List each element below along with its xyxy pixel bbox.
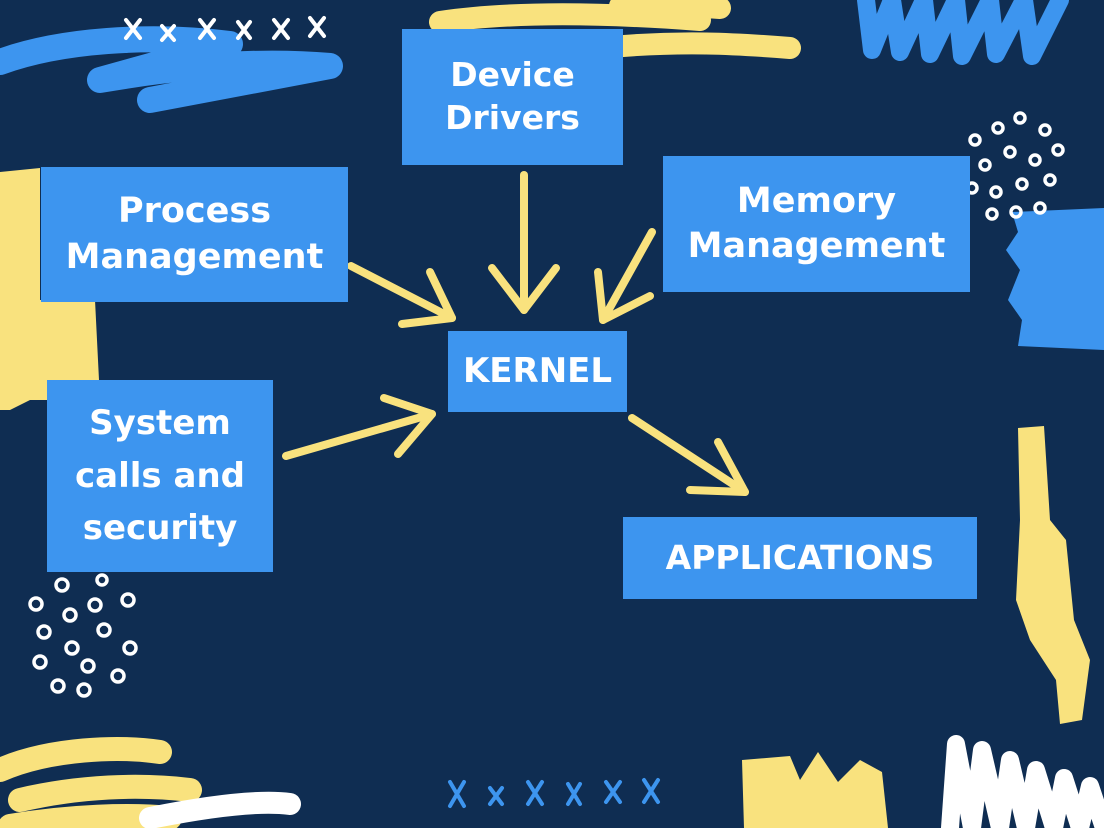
yellow-brush-stroke-right — [1016, 426, 1090, 724]
system-calls-label-line-2: calls and — [75, 455, 245, 496]
kernel-label: KERNEL — [462, 351, 613, 392]
applications-label: APPLICATIONS — [665, 537, 935, 577]
process-management-label-line-2: Management — [65, 236, 324, 277]
yellow-brush-stroke-top — [429, 0, 801, 59]
process-management-box: Process Management — [41, 167, 348, 302]
yellow-brush-block-bottom — [742, 752, 888, 828]
white-brush-stroke-bottom — [139, 791, 301, 828]
applications-box: APPLICATIONS — [623, 517, 977, 599]
arrow-process-management-to-kernel — [347, 262, 456, 328]
device-drivers-box: Device Drivers — [402, 29, 623, 165]
white-dots-top-right — [965, 111, 1065, 221]
arrow-system-calls-to-kernel — [282, 394, 436, 460]
white-dots-bottom-left — [28, 573, 138, 698]
arrow-memory-management-to-kernel — [594, 228, 656, 324]
memory-management-label-line-2: Management — [687, 226, 946, 266]
device-drivers-label-line-1: Device — [450, 55, 575, 95]
yellow-brush-stroke-left — [0, 168, 100, 410]
process-management-label-line-1: Process — [117, 191, 272, 231]
device-drivers-label-line-2: Drivers — [445, 98, 580, 137]
arrow-device-drivers-to-kernel — [488, 171, 560, 314]
system-calls-label-line-1: System — [89, 402, 231, 443]
memory-management-box: Memory Management — [663, 156, 970, 292]
blue-brush-block-right — [1006, 208, 1104, 350]
memory-management-label-line-1: Memory — [736, 180, 897, 221]
blue-brush-stroke-top-left — [0, 26, 343, 113]
white-cross-marks-top — [124, 16, 326, 42]
kernel-box: KERNEL — [448, 331, 627, 412]
system-calls-and-security-box: System calls and security — [47, 380, 273, 572]
system-calls-label-line-3: security — [82, 508, 238, 549]
arrow-kernel-to-applications — [628, 414, 749, 496]
blue-cross-marks-bottom — [448, 778, 660, 808]
